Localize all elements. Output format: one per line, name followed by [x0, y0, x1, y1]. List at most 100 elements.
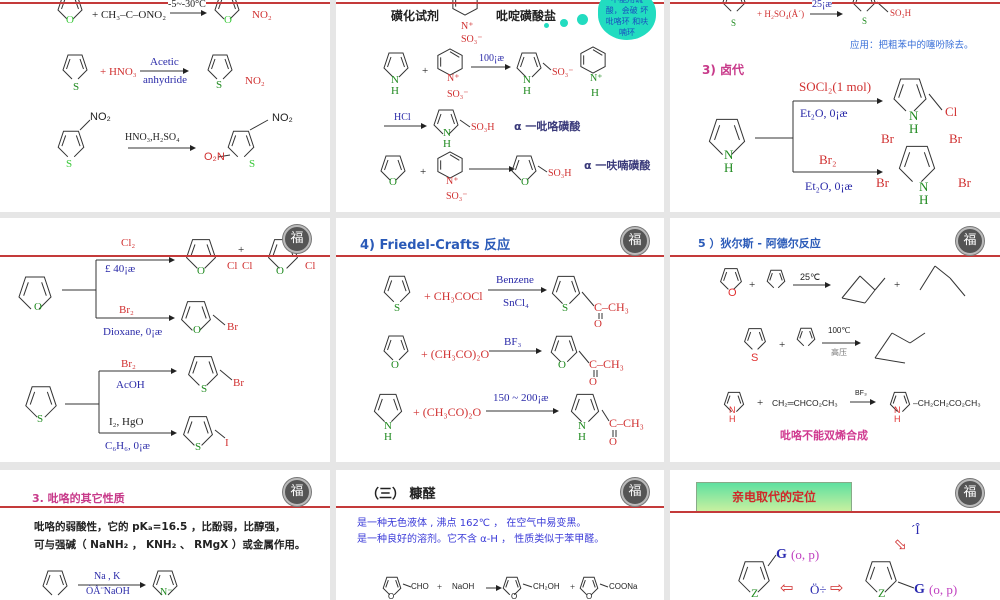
plus: + — [757, 397, 764, 409]
atom-label: N⁺ — [590, 73, 603, 84]
carbonyl-oxygen: O — [594, 318, 602, 330]
slide-nitration[interactable]: O + CH₃–C–ONO₂ -5~-30°C O NO₂ S + HNO₃ A… — [0, 0, 330, 212]
ring-structure — [188, 356, 218, 386]
ring-structure — [744, 328, 766, 350]
atom-label: N⁺ — [461, 21, 474, 32]
bond-line — [909, 332, 926, 344]
orientation-label: (o, p) — [791, 547, 820, 562]
cloud-dot — [577, 14, 588, 25]
reagent: + CH₃COCl — [424, 289, 483, 303]
atom-label: O — [66, 14, 74, 26]
condition: Dioxane, 0¡æ — [103, 326, 163, 338]
callout-note: 不能用硫 酸，会破 坏吡咯环 和呋喃环 — [598, 0, 656, 40]
atom-label: H — [724, 160, 734, 175]
atom-label: O — [391, 359, 399, 371]
university-logo: 福 — [621, 227, 649, 255]
atom-label: N — [919, 179, 929, 194]
ring-structure — [893, 78, 927, 112]
slide-title: 3. 吡咯的其它性质 — [32, 492, 125, 505]
heteroatom-z: Z — [878, 586, 886, 600]
atom-label: N⁻ — [160, 587, 173, 598]
ring-structure — [550, 335, 578, 363]
bond-line — [876, 1, 889, 13]
atom-label: S — [862, 16, 868, 26]
body-text: 可与强碱（ NaNH₂ ， KNH₂ 、 RMgX ）或金属作用。 — [34, 539, 306, 551]
slide-pyrrole-properties[interactable]: 3. 吡咯的其它性质 福 吡咯的弱酸性，它的 pKₐ=16.5 ，比酚弱，比醇强… — [0, 470, 330, 600]
plus: + — [779, 339, 786, 351]
body-text: 吡咯的弱酸性，它的 pKₐ=16.5 ，比酚弱，比醇强， — [34, 521, 286, 533]
ring-structure — [437, 48, 463, 76]
atom-label: O — [389, 176, 397, 188]
atom-label: O — [276, 265, 284, 277]
substituent: SO₃⁻ — [552, 67, 574, 78]
bond-line — [214, 429, 226, 439]
ring-structure — [551, 275, 581, 304]
atom-label: N — [724, 147, 734, 162]
bond-line — [891, 332, 911, 344]
atom-label: H — [909, 121, 919, 136]
reagent: + HNO₃ — [100, 66, 137, 78]
note: 吡咯不能双烯合成 — [780, 429, 868, 442]
plus: + — [570, 582, 576, 592]
substituent: O₂N — [204, 151, 225, 163]
section-heading: 3) 卤代 — [702, 63, 745, 77]
slide-furfural[interactable]: （三） 糠醛 福 是一种无色液体 , 沸点 162℃ ， 在空气中易变黑。 是一… — [336, 470, 664, 600]
note-text: 不能用硫 酸，会破 坏吡咯环 和呋喃环 — [605, 0, 649, 37]
bond-line — [459, 119, 471, 128]
substituent: CHO — [411, 582, 429, 591]
slide-halogenation-furan-thiophene[interactable]: 福 Cl₂ £ 40¡æ O O Cl + Cl O Cl Br₂ Dioxan… — [0, 218, 330, 462]
reagent: + (CH₃CO)₂O — [413, 405, 482, 419]
substituent: COONa — [609, 582, 638, 591]
substituent: Cl — [945, 104, 958, 119]
atom-label: H — [591, 87, 599, 99]
plus: + — [749, 279, 756, 291]
university-logo: 福 — [956, 479, 984, 507]
slide-orientation[interactable]: 亲电取代的定位 福 G (o, p) ⇦ Ö÷ ⇨ ´Î ⇩ G (o, p) … — [670, 470, 1000, 600]
bond-line — [402, 583, 412, 588]
slide-title: 亲电取代的定位 — [731, 490, 816, 504]
slide-sulfonation[interactable]: 磺化试剂 N⁺ SO₃⁻ 吡啶磺酸盐 不能用硫 酸，会破 坏吡咯环 和呋喃环 +… — [336, 0, 664, 212]
carbonyl-oxygen: O — [589, 376, 597, 388]
bond-line — [522, 583, 533, 588]
bond-line — [949, 277, 966, 297]
atom-label: O — [586, 592, 593, 600]
bond-line — [874, 332, 893, 359]
bond-line — [859, 275, 876, 291]
condition: 100℃ — [828, 326, 851, 335]
title-divider — [670, 511, 1000, 513]
bond-line — [874, 277, 886, 291]
slide-diels-alder[interactable]: 5 ）狄尔斯 - 阿德尔反应 福 O + 25℃ + S + 100℃ 高压 N… — [670, 218, 1000, 462]
slide-friedel-crafts[interactable]: 4) Friedel-Crafts 反应 福 S + CH₃COCl Benze… — [336, 218, 664, 462]
condition: -5~-30°C — [168, 0, 206, 10]
slide-halogenation[interactable]: S + H₂SO₄(Å´) 25¡æ S SO₃H 应用：把粗苯中的噻吩除去。 … — [670, 0, 1000, 212]
ring-structure — [227, 130, 255, 158]
substituent: Br — [876, 175, 889, 190]
reagent: NaOH — [452, 582, 475, 591]
condition: 高压 — [831, 348, 847, 357]
ring-structure — [766, 269, 786, 289]
ring-structure — [383, 275, 411, 303]
condition: Benzene — [496, 274, 534, 286]
atom-label: O — [728, 287, 737, 299]
acyl-group: C–CH₃ — [589, 357, 624, 371]
reagent: Br₂ — [819, 152, 837, 167]
bond-line — [249, 119, 269, 131]
orientation-label: (o, p) — [929, 582, 958, 597]
atom-label: H — [384, 431, 392, 443]
reagent: Br₂ — [119, 304, 134, 316]
condition: 100¡æ — [479, 53, 504, 64]
bond-line — [864, 289, 876, 304]
atom-label: S — [37, 413, 44, 425]
condition: Acetic — [150, 56, 179, 68]
substituent: Br — [881, 131, 894, 146]
substituent: SO₃H — [471, 122, 495, 133]
ring-structure — [898, 145, 936, 182]
title-divider — [336, 2, 664, 4]
substituent: Br — [227, 321, 238, 333]
atom-label: N — [729, 405, 736, 415]
arrow-left-icon: ⇦ — [780, 580, 794, 597]
bond-line — [934, 265, 951, 279]
bond-line — [601, 409, 610, 422]
ring-structure — [580, 46, 606, 74]
bond-line — [578, 350, 590, 364]
